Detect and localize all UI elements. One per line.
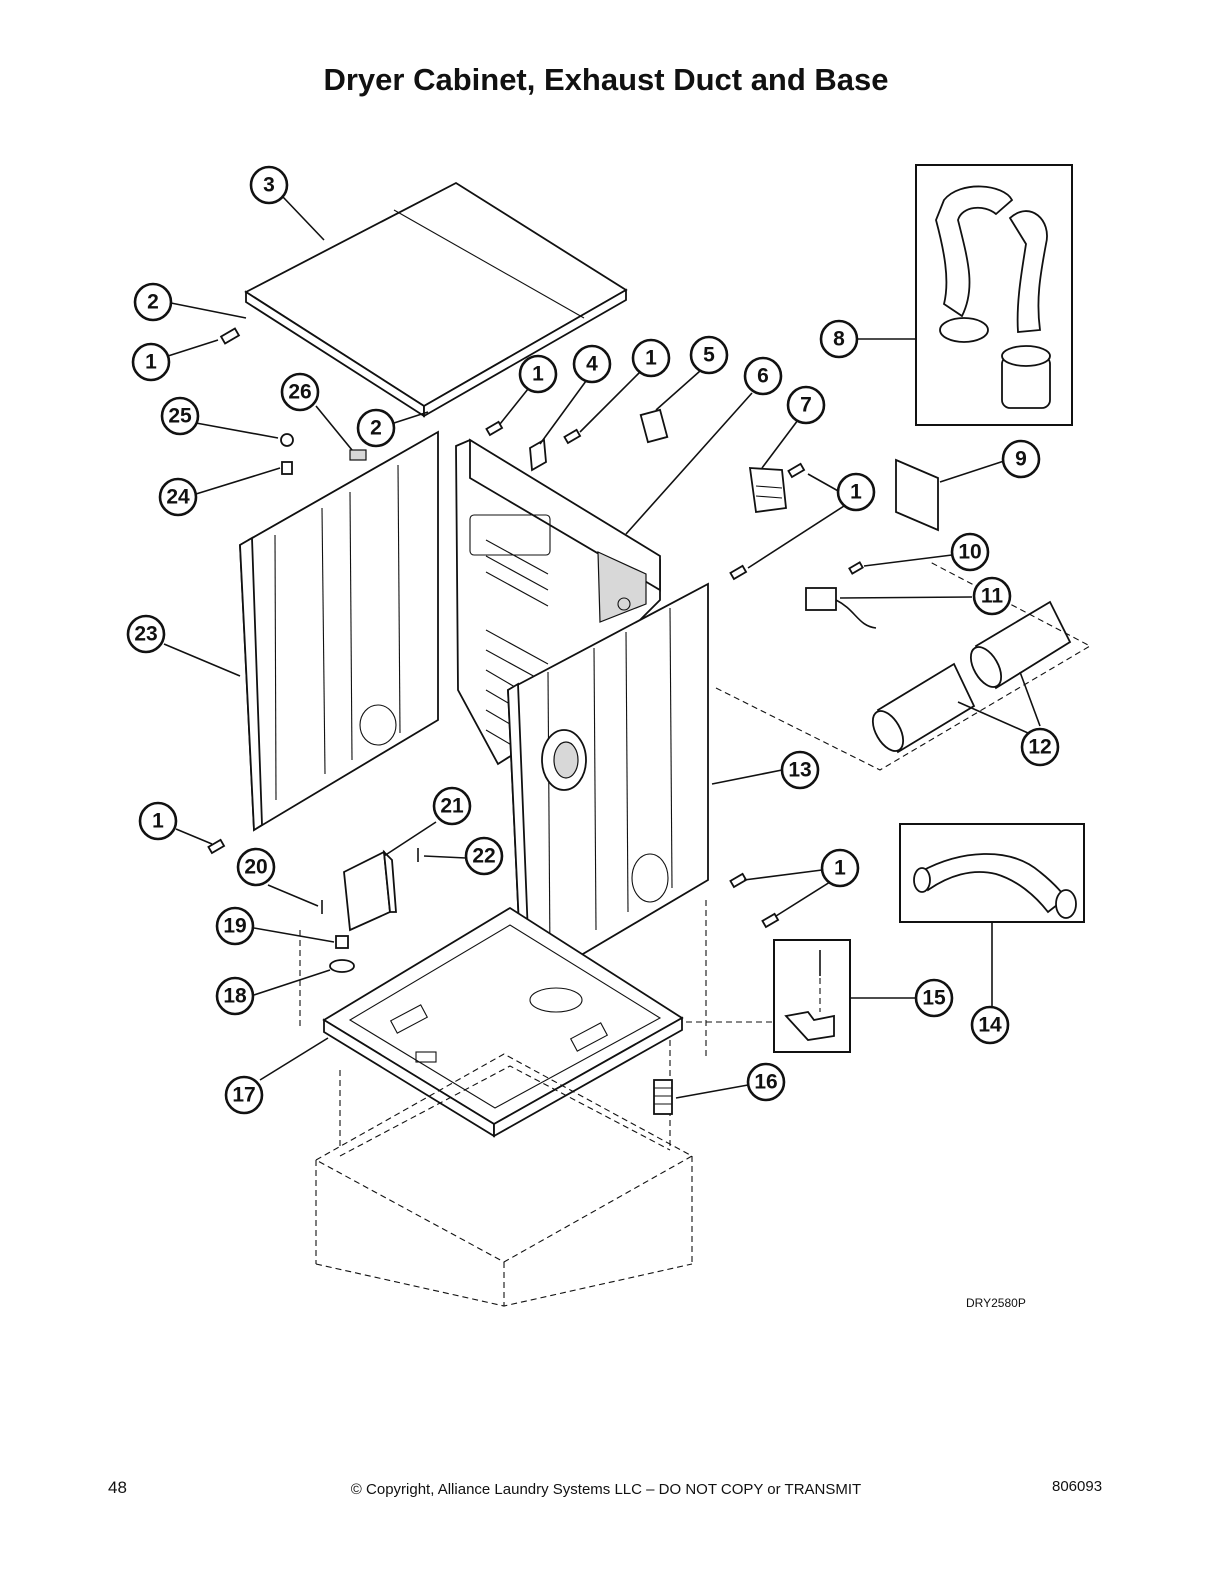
callout-21: 21	[432, 786, 472, 826]
callout-1: 1	[518, 354, 558, 394]
svg-text:21: 21	[440, 795, 464, 818]
callout-24: 24	[158, 477, 198, 517]
svg-text:25: 25	[168, 405, 192, 428]
svg-text:2: 2	[370, 417, 382, 440]
screw-icon	[219, 327, 241, 345]
callout-17: 17	[224, 1075, 264, 1115]
svg-text:2: 2	[147, 291, 159, 314]
left-side-panel	[239, 430, 439, 832]
callout-26: 26	[280, 372, 320, 412]
svg-text:4: 4	[586, 353, 598, 376]
callout-12: 12	[1020, 727, 1060, 767]
callout-7: 7	[786, 385, 826, 425]
svg-text:18: 18	[223, 985, 247, 1008]
callout-1: 1	[631, 338, 671, 378]
screw-icon	[485, 420, 504, 437]
callout-5: 5	[689, 335, 729, 375]
callout-1: 1	[138, 801, 178, 841]
svg-text:1: 1	[532, 363, 544, 386]
svg-text:1: 1	[152, 810, 164, 833]
duct-section-icon	[871, 600, 1072, 754]
svg-text:1: 1	[645, 347, 657, 370]
screw-icon	[563, 428, 582, 445]
flexible-duct-kit-box	[899, 823, 1085, 923]
drawing-code: DRY2580P	[966, 1296, 1026, 1310]
leader-lines	[163, 196, 1041, 1099]
callout-10: 10	[950, 532, 990, 572]
svg-text:14: 14	[978, 1014, 1002, 1037]
svg-text:1: 1	[834, 857, 846, 880]
callout-1: 1	[131, 342, 171, 382]
top-panel	[244, 181, 628, 418]
svg-text:1: 1	[145, 351, 157, 374]
copyright-notice: © Copyright, Alliance Laundry Systems LL…	[350, 1481, 862, 1498]
svg-text:19: 19	[223, 915, 246, 938]
svg-text:22: 22	[472, 845, 495, 868]
svg-text:23: 23	[134, 623, 157, 646]
svg-text:9: 9	[1015, 448, 1027, 471]
svg-text:8: 8	[833, 328, 845, 351]
svg-text:24: 24	[166, 486, 190, 509]
callout-11: 11	[972, 576, 1012, 616]
leveling-bracket-box	[773, 939, 851, 1053]
callout-25: 25	[160, 396, 200, 436]
callout-8: 8	[819, 319, 859, 359]
callout-1: 1	[820, 848, 860, 888]
svg-text:5: 5	[703, 344, 715, 367]
svg-text:17: 17	[232, 1084, 255, 1107]
callouts: 3 2 1 26 25 2 24 1 4 1 5 6 7 8 9 1 10 11…	[126, 165, 1060, 1115]
callout-15: 15	[914, 978, 954, 1018]
svg-text:20: 20	[244, 856, 267, 879]
hardware-parts	[207, 327, 1092, 1115]
exhaust-elbow-kit-box	[915, 164, 1073, 426]
svg-text:3: 3	[263, 174, 275, 197]
svg-text:12: 12	[1028, 736, 1051, 759]
callout-3: 3	[249, 165, 289, 205]
callout-20: 20	[236, 847, 276, 887]
document-number: 806093	[1052, 1478, 1103, 1495]
screw-icon	[761, 912, 780, 929]
callout-4: 4	[572, 344, 612, 384]
callout-2: 2	[356, 408, 396, 448]
svg-text:15: 15	[922, 987, 946, 1010]
callout-16: 16	[746, 1062, 786, 1102]
svg-text:6: 6	[757, 365, 769, 388]
svg-text:7: 7	[800, 394, 812, 417]
page-number: 48	[108, 1478, 127, 1497]
screw-icon	[848, 561, 864, 575]
svg-text:1: 1	[850, 481, 862, 504]
screw-icon	[207, 838, 226, 855]
callout-19: 19	[215, 906, 255, 946]
callout-18: 18	[215, 976, 255, 1016]
callout-9: 9	[1001, 439, 1041, 479]
svg-text:16: 16	[754, 1071, 777, 1094]
callout-6: 6	[743, 356, 783, 396]
screw-icon	[729, 564, 748, 581]
callout-23: 23	[126, 614, 166, 654]
page-title: Dryer Cabinet, Exhaust Duct and Base	[323, 62, 889, 97]
svg-text:13: 13	[788, 759, 811, 782]
svg-text:10: 10	[958, 541, 981, 564]
rear-panel	[455, 438, 661, 766]
callout-14: 14	[970, 1005, 1010, 1045]
screw-icon	[729, 872, 748, 889]
callout-13: 13	[780, 750, 820, 790]
callout-22: 22	[464, 836, 504, 876]
svg-text:26: 26	[288, 381, 311, 404]
callout-2: 2	[133, 282, 173, 322]
callout-1: 1	[836, 472, 876, 512]
screw-icon	[787, 462, 806, 479]
svg-text:11: 11	[981, 585, 1004, 608]
base	[322, 906, 684, 1138]
